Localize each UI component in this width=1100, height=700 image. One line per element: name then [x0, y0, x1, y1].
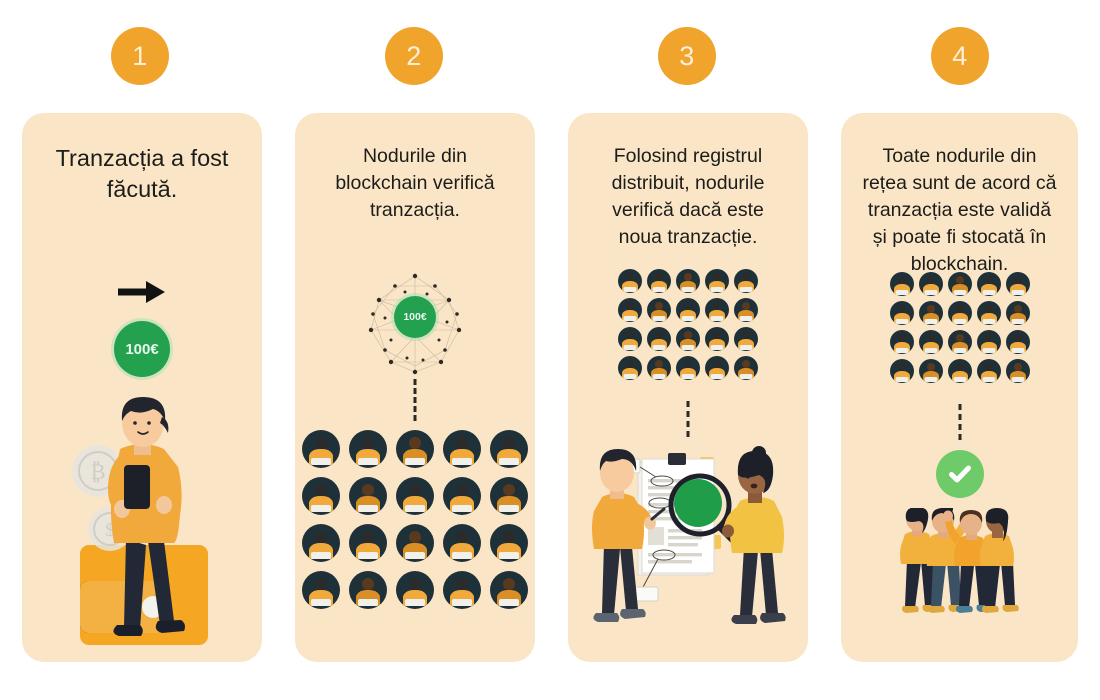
step-title-2-line-1: Nodurile din: [362, 145, 468, 167]
step-panel-3: Folosind registrul distribuit, nodurile …: [568, 113, 808, 662]
step-title-3-line-2: distribuit, nodurile: [611, 171, 765, 194]
step-badge-1: 1: [111, 27, 169, 85]
green-coin-step-2: 100€: [394, 295, 436, 338]
network-mesh-icon: [361, 270, 469, 383]
step-title-3-line-3: verifică dacă este: [612, 198, 764, 221]
step-number-4: 4: [952, 40, 968, 71]
step-title-3: Folosind registrul distribuit, nodurile …: [586, 143, 790, 251]
step-panel-4: Toate nodurile din rețea sunt de acord c…: [841, 113, 1078, 662]
node-avatar-grid-2: [302, 429, 528, 609]
coin-label-2: 100€: [403, 310, 427, 323]
step-title-1-line-1: Tranzacția a fost: [55, 145, 229, 171]
step-title-2: Nodurile din blockchain verifică tranzac…: [313, 143, 517, 224]
step-number-1: 1: [132, 40, 148, 71]
celebrating-team-illustration: [895, 502, 1025, 625]
step-badge-4: 4: [931, 27, 989, 85]
person-with-phone-and-wallet-illustration: ₿ $: [54, 395, 230, 662]
node-avatar-grid-3: [618, 268, 758, 380]
step-title-4-line-4: și poate fi stocată în: [872, 225, 1047, 248]
step-number-2: 2: [406, 40, 422, 71]
dashed-connector-3: [686, 400, 690, 437]
svg-text:$: $: [105, 520, 115, 541]
step-panel-1: Tranzacția a fost făcută. 100€: [22, 113, 262, 662]
dashed-connector-2: [413, 378, 417, 421]
step-title-1-line-2: făcută.: [106, 176, 178, 203]
step-title-4-line-1: Toate nodurile din: [882, 145, 1037, 167]
step-art-2: 100€: [302, 224, 528, 662]
step-badge-3: 3: [658, 27, 716, 85]
two-people-inspecting-document-illustration: [582, 443, 794, 638]
green-coin-step-1: 100€: [114, 321, 170, 378]
step-panel-2: Nodurile din blockchain verifică tranzac…: [295, 113, 535, 662]
step-title-2-line-2: blockchain verifică: [335, 171, 495, 194]
step-title-4: Toate nodurile din rețea sunt de acord c…: [859, 143, 1060, 278]
arrow-right-icon: [116, 279, 168, 310]
step-title-1: Tranzacția a fost făcută.: [40, 143, 244, 205]
step-title-4-line-2: rețea sunt de acord că: [862, 171, 1057, 194]
svg-text:₿: ₿: [90, 459, 105, 484]
coin-label-1: 100€: [125, 340, 159, 358]
step-title-2-line-3: tranzacția.: [370, 198, 460, 221]
node-avatar-grid-4: [889, 271, 1030, 383]
step-art-4: [859, 271, 1060, 662]
step-badge-2: 2: [385, 27, 443, 85]
step-title-4-line-3: tranzacția este validă: [867, 198, 1052, 221]
step-title-4-line-5: blockchain.: [910, 252, 1009, 275]
step-number-3: 3: [679, 40, 695, 71]
step-title-3-line-1: Folosind registrul: [613, 145, 763, 167]
step-title-3-line-4: noua tranzacție.: [618, 225, 758, 248]
step-art-3: [586, 251, 790, 662]
green-check-circle-icon: [935, 449, 984, 498]
dashed-connector-4: [958, 403, 961, 440]
step-art-1: 100€ ₿ $: [40, 205, 244, 662]
